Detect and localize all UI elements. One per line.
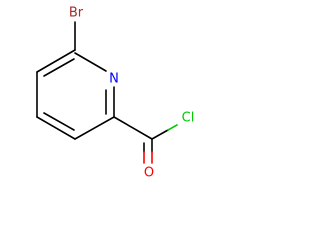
bond-c5-c6 (36, 49, 76, 73)
ring-bonds (36, 49, 115, 140)
bond-carbonyl-cl (151, 129, 169, 140)
bond-c5-c6-inner (43, 58, 75, 77)
bond-c2-carbonyl (113, 116, 153, 140)
bond-c3-c4 (36, 116, 76, 140)
bromine-atom-label: Br (69, 6, 84, 21)
substituent-bonds (74, 21, 178, 164)
bond-c2-c3 (74, 116, 115, 140)
chemical-structure: Br N O Cl (36, 5, 195, 181)
bond-c6-n (74, 52, 107, 72)
oxygen-atom-label: O (144, 166, 154, 181)
nitrogen-atom-label: N (109, 72, 119, 87)
chlorine-atom-label: Cl (182, 111, 195, 126)
bond-carbonyl-cl-green (167, 124, 178, 131)
bond-c3-c4-inner (43, 112, 75, 131)
